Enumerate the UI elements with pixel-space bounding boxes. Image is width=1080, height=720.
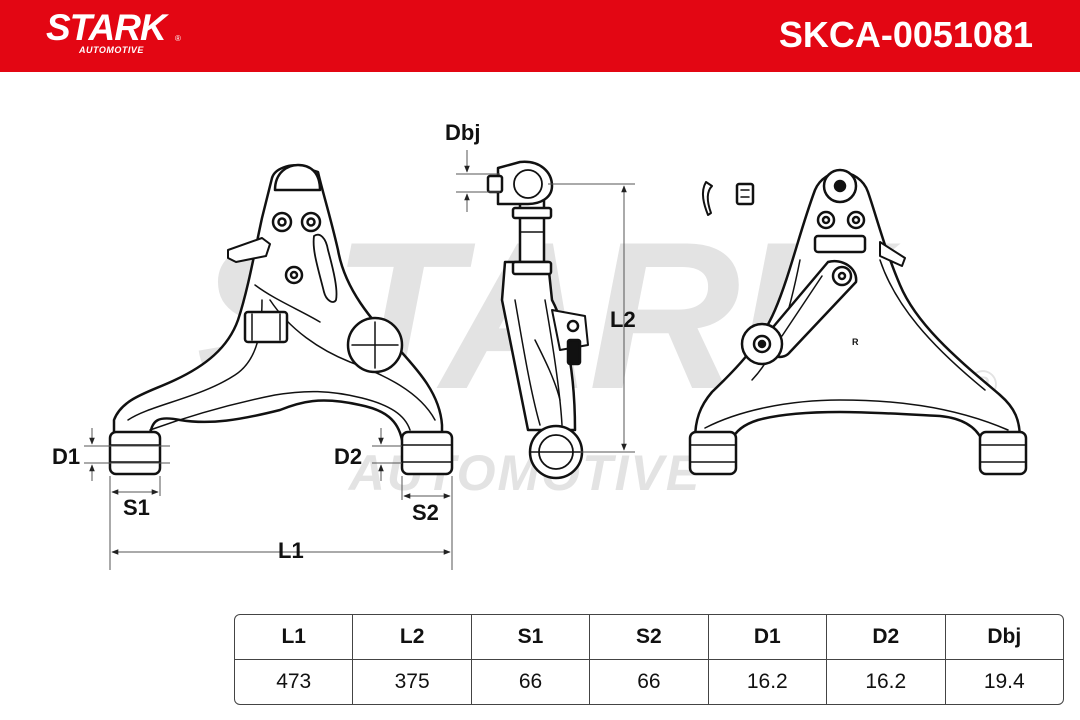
spec-header: D1 xyxy=(707,615,827,660)
arm-top-view xyxy=(108,163,454,476)
header-bar: STARK AUTOMOTIVE ® SKCA-0051081 xyxy=(0,0,1080,72)
brand-registered-mark: ® xyxy=(175,34,181,43)
spec-value: 16.2 xyxy=(707,660,826,704)
dimension-labels: Dbj L2 D1 D2 S1 S2 L1 xyxy=(52,120,636,563)
arm-bottom-view: R xyxy=(688,168,1028,476)
label-d2: D2 xyxy=(334,444,362,469)
spec-header: S1 xyxy=(470,615,590,660)
spec-value: 473 xyxy=(276,670,312,693)
dimension-lines xyxy=(84,150,635,570)
spec-value: 66 xyxy=(589,660,707,704)
spec-header: L2 xyxy=(352,615,471,660)
header-background xyxy=(0,0,1080,72)
arm-side-view xyxy=(486,160,589,480)
spec-value: 375 xyxy=(352,660,470,704)
label-l2: L2 xyxy=(610,307,636,332)
label-s2: S2 xyxy=(412,500,439,525)
svg-text:R: R xyxy=(852,337,859,347)
spec-header: D2 xyxy=(826,615,945,660)
spec-header: Dbj xyxy=(944,615,1063,660)
spec-table-header-row: L1 L2 S1 S2 D1 D2 Dbj xyxy=(235,615,1063,660)
spec-header: S2 xyxy=(589,615,708,660)
spec-table-value-row: 473 375 66 66 16.2 16.2 19.4 xyxy=(235,660,1063,704)
spec-table: L1 L2 S1 S2 D1 D2 Dbj 473 375 66 66 16.2… xyxy=(234,614,1064,705)
label-l1: L1 xyxy=(278,538,304,563)
label-dbj: Dbj xyxy=(445,120,480,145)
part-number: SKCA-0051081 xyxy=(778,14,1033,55)
spec-value: 66 xyxy=(470,660,589,704)
label-s1: S1 xyxy=(123,495,150,520)
label-d1: D1 xyxy=(52,444,80,469)
spec-value: 19.4 xyxy=(944,660,1064,704)
watermark-automotive: AUTOMOTIVE xyxy=(347,445,701,501)
brand-logo-subtitle: AUTOMOTIVE xyxy=(79,45,144,55)
brand-logo: STARK xyxy=(46,7,167,48)
spec-value: 16.2 xyxy=(826,660,944,704)
control-arm-diagram: STARK AUTOMOTIVE ® xyxy=(52,120,1028,570)
spec-header: L1 xyxy=(235,615,353,660)
